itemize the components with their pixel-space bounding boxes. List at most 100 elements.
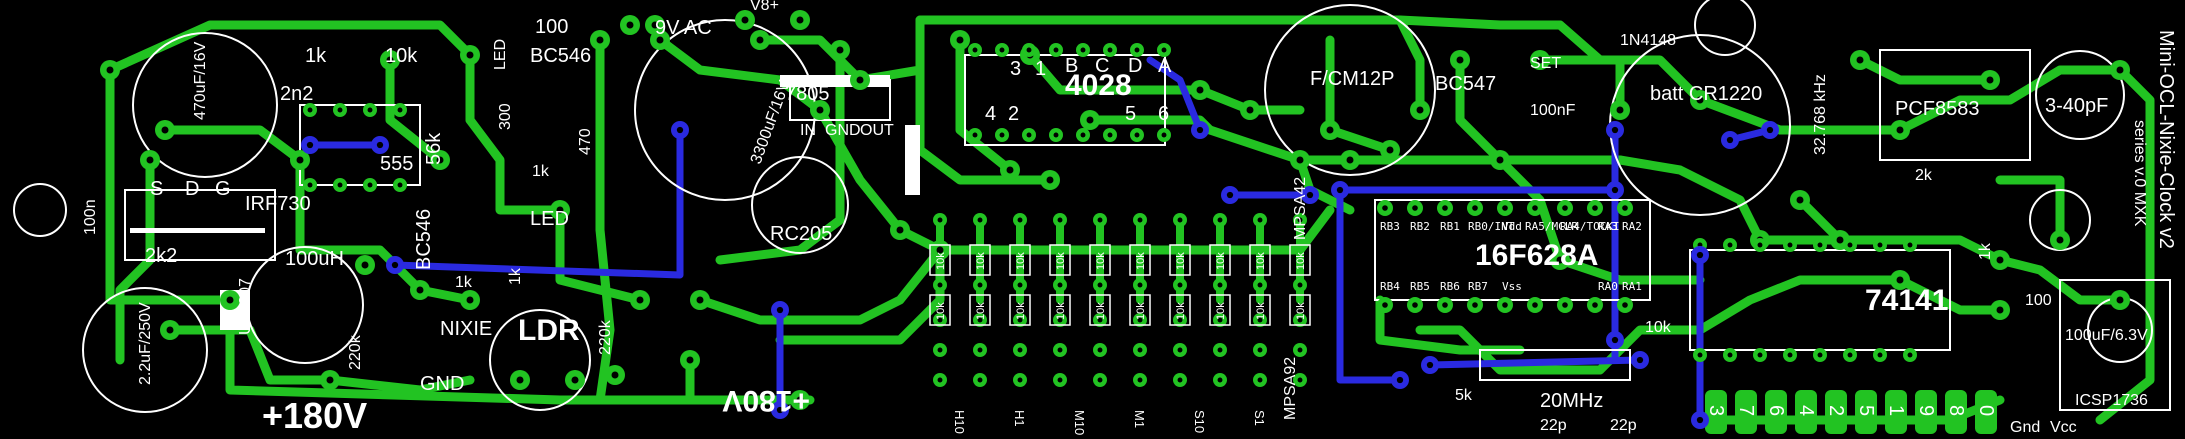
pad-hole bbox=[1097, 282, 1103, 288]
pad-hole bbox=[1412, 205, 1418, 211]
pin-6-label: 6 bbox=[1158, 103, 1169, 125]
ldr-label: LDR bbox=[518, 314, 580, 347]
pad-hole bbox=[972, 132, 978, 138]
pad-hole bbox=[1622, 205, 1628, 211]
rtc-label: PCF8583 bbox=[1895, 98, 1980, 120]
resistor-outline bbox=[1089, 294, 1111, 326]
pad-hole bbox=[651, 21, 659, 29]
pad-hole bbox=[361, 261, 369, 269]
series-label: series v.0 MXK bbox=[2131, 120, 2148, 227]
pad-hole bbox=[977, 377, 983, 383]
pad-hole bbox=[1297, 317, 1303, 323]
pad-hole bbox=[1697, 352, 1703, 358]
pad-hole bbox=[1787, 352, 1793, 358]
segment-resistor-label: 10k bbox=[1255, 302, 1267, 320]
pin-rb5-label: RB5 bbox=[1410, 280, 1430, 293]
segment-resistor-label: 10k bbox=[1175, 252, 1187, 270]
resistor-outline bbox=[1169, 244, 1191, 276]
anode-label: S1 bbox=[1252, 410, 1267, 426]
pad-hole bbox=[1161, 132, 1167, 138]
pin-1-label: 1 bbox=[1035, 58, 1046, 80]
pad-hole bbox=[1226, 191, 1234, 199]
pin-g-label: G bbox=[215, 178, 231, 200]
resistor-outline bbox=[1049, 244, 1071, 276]
pad-hole bbox=[1097, 377, 1103, 383]
pad-hole bbox=[1472, 302, 1478, 308]
resistor-outline bbox=[969, 244, 991, 276]
pad-hole bbox=[999, 132, 1005, 138]
crystal-20-label: 20MHz bbox=[1540, 390, 1603, 412]
conn-isp-label: ICSP1736 bbox=[2075, 392, 2148, 409]
pin-ra5-label: RA5/MCLR bbox=[1525, 220, 1578, 233]
pad-hole bbox=[466, 296, 474, 304]
pad-hole bbox=[796, 396, 804, 404]
pad-hole bbox=[611, 371, 619, 379]
pad-hole bbox=[1177, 347, 1183, 353]
pad-hole bbox=[376, 141, 384, 149]
pad-hole bbox=[166, 326, 174, 334]
pin-vss-label: Vss bbox=[1502, 280, 1522, 293]
segment-resistor-label: 10k bbox=[1295, 302, 1307, 320]
res-100-top-label: 100 bbox=[535, 16, 568, 38]
pad-hole bbox=[1766, 126, 1774, 134]
pad-hole bbox=[1502, 205, 1508, 211]
resistor-outline bbox=[1169, 294, 1191, 326]
pad-hole bbox=[337, 182, 343, 188]
pad-hole bbox=[696, 296, 704, 304]
pad-hole bbox=[1636, 356, 1644, 364]
pad-hole bbox=[999, 47, 1005, 53]
pad-hole bbox=[307, 182, 313, 188]
pad-hole bbox=[1006, 166, 1014, 174]
vcc-right-label: Vcc bbox=[2050, 419, 2077, 436]
pad-hole bbox=[1412, 302, 1418, 308]
pad-hole bbox=[1107, 47, 1113, 53]
pad-hole bbox=[937, 282, 943, 288]
res-1k-box-label: 1k bbox=[507, 267, 524, 285]
bc546-top-label: BC546 bbox=[530, 45, 591, 67]
led-top-label: LED bbox=[492, 39, 509, 70]
buzzer-label: F/CM12P bbox=[1310, 68, 1394, 90]
cap-2u2-label: 2.2uF/250V bbox=[137, 302, 154, 385]
mpsa42-label: MPSA42 bbox=[1292, 177, 1309, 240]
pin-5-label: 5 bbox=[1125, 103, 1136, 125]
gnd-right-label: Gnd bbox=[2010, 419, 2040, 436]
pad-hole bbox=[1137, 282, 1143, 288]
pad-hole bbox=[2116, 296, 2124, 304]
reg-7805-label: 7805 bbox=[785, 83, 830, 105]
cap-100nf-label: 100nF bbox=[1530, 102, 1576, 119]
pad-hole bbox=[1757, 352, 1763, 358]
pad-hole bbox=[676, 126, 684, 134]
pad-hole bbox=[856, 76, 864, 84]
segment-resistor-label: 10k bbox=[1055, 302, 1067, 320]
diode-4148-label: 1N4148 bbox=[1620, 32, 1676, 49]
pad-hole bbox=[1346, 156, 1354, 164]
pad-hole bbox=[337, 107, 343, 113]
nixie-digit-label: 5 bbox=[1855, 405, 1877, 416]
pin-b-label: B bbox=[1065, 55, 1078, 77]
pad-hole bbox=[1217, 217, 1223, 223]
anode-label: M10 bbox=[1072, 410, 1087, 435]
res-1k-right-label: 1k bbox=[1977, 242, 1994, 260]
pad-hole bbox=[977, 347, 983, 353]
res-5k-label: 5k bbox=[1455, 387, 1473, 404]
pad-hole bbox=[1297, 282, 1303, 288]
pad-hole bbox=[776, 306, 784, 314]
pad-hole bbox=[1134, 132, 1140, 138]
v180-left-label: +180V bbox=[262, 395, 367, 436]
pad-hole bbox=[937, 347, 943, 353]
pad-hole bbox=[1611, 336, 1619, 344]
pin-rb4-label: RB4 bbox=[1380, 280, 1400, 293]
nixie-digit-label: 2 bbox=[1825, 405, 1847, 416]
pin-rb7-label: RB7 bbox=[1468, 280, 1488, 293]
segment-resistor-labels: 10k10k10k10k10k10k10k10k10k10k10k10k10k1… bbox=[935, 252, 1307, 320]
pad-hole bbox=[1257, 317, 1263, 323]
res-220-label: 220k bbox=[597, 319, 614, 355]
pad-hole bbox=[1986, 76, 1994, 84]
v8-label: V8+ bbox=[750, 0, 779, 14]
res-1k-small-label: 1k bbox=[455, 274, 473, 291]
pad-hole bbox=[146, 156, 154, 164]
ic-555-label: 555 bbox=[380, 153, 413, 175]
pin-ra4-label: RA4/TOCKI bbox=[1560, 220, 1620, 233]
pad-hole bbox=[1107, 132, 1113, 138]
